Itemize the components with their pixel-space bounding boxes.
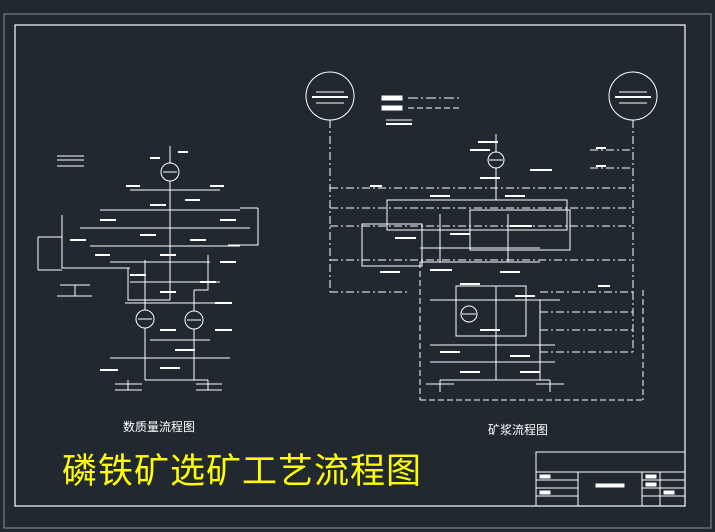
- sheet-outer-border: [3, 13, 712, 529]
- slurry-flowsheet: [305, 71, 658, 401]
- drawing-main-title: 磷铁矿选矿工艺流程图: [62, 452, 423, 492]
- left-data-labels: [70, 151, 236, 371]
- left-product-outputs: [57, 284, 222, 391]
- slurry-mill-symbol-2: [460, 305, 478, 323]
- drawing-frame: [14, 24, 686, 507]
- water-tank-right: [608, 71, 658, 121]
- left-legend: [57, 155, 84, 167]
- right-diagram-caption: 矿浆流程图: [488, 423, 549, 437]
- right-legend: [381, 95, 460, 125]
- quantity-quality-flowsheet: [37, 146, 259, 391]
- right-data-labels: [370, 141, 610, 373]
- left-diagram-caption: 数质量流程图: [123, 420, 196, 434]
- right-product-outputs: [426, 379, 564, 392]
- water-tank-left: [305, 71, 355, 121]
- title-block: [535, 451, 686, 507]
- lower-circuit-loop: [455, 285, 527, 337]
- upper-circuit-loop: [386, 199, 568, 231]
